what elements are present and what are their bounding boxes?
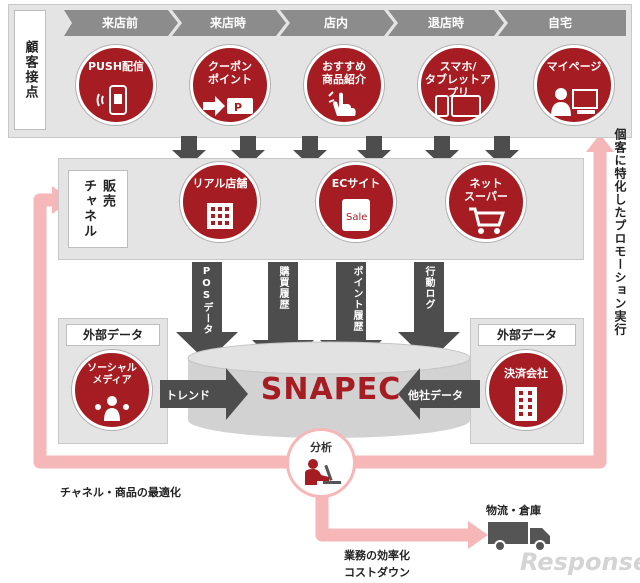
channel-real-store: リアル店舗	[180, 162, 260, 242]
touchpoint-recommend-label: おすすめ 商品紹介	[322, 60, 366, 86]
channel-net-super: ネット スーパー	[446, 162, 526, 242]
push-phone-icon	[96, 85, 127, 115]
svg-text:P: P	[234, 101, 242, 114]
payment-company-circle: 決済会社	[486, 350, 566, 430]
social-people-icon	[95, 396, 129, 421]
stage-chevron-bar	[64, 10, 626, 36]
company-building-icon	[515, 387, 537, 421]
flow-pos-data: POSデータ	[201, 266, 212, 335]
efficiency-line2: コストダウン	[344, 566, 410, 579]
sale-tablet-icon: Sale	[342, 199, 370, 231]
logistics-label: 物流・倉庫	[486, 504, 541, 517]
social-media-label: ソーシャル メディア	[87, 363, 137, 386]
coupon-card-icon: P	[203, 96, 253, 116]
loop-right-label: 個客に特化したプロモーション実行	[613, 128, 627, 336]
external-data-left-title: 外部データ	[66, 324, 160, 346]
response-watermark: Response.	[520, 548, 640, 576]
stage-before-visit: 来店前	[101, 16, 138, 30]
channel-real-store-label: リアル店舗	[192, 177, 248, 190]
social-media-circle: ソーシャル メディア	[72, 350, 152, 430]
external-data-right-title: 外部データ	[478, 324, 576, 346]
analysis-label: 分析	[310, 441, 332, 454]
touchpoint-push: PUSH配信	[76, 45, 156, 125]
stage-in-store: 店内	[323, 16, 348, 30]
loop-left-label: チャネル・商品の最適化	[60, 486, 181, 499]
touchpoint-push-label: PUSH配信	[87, 60, 145, 73]
touchpoint-mypage: マイページ	[534, 45, 614, 125]
snapec-cylinder	[187, 341, 471, 438]
hand-tap-icon	[328, 91, 356, 116]
flow-purchase-history: 購買履歴	[277, 266, 288, 310]
touchpoint-coupon: クーポン ポイント P	[190, 45, 270, 125]
truck-icon	[488, 522, 550, 552]
shopping-cart-icon	[469, 207, 505, 234]
store-building-icon	[207, 203, 233, 229]
other-company-arrow-label: 他社データ	[408, 389, 463, 402]
flow-point-history: ポイント履歴	[351, 266, 362, 332]
smartphone-tablet-icon	[435, 95, 481, 117]
pc-user-icon	[551, 88, 598, 116]
touchpoint-app: スマホ/ タブレットアプリ	[418, 45, 498, 125]
touchpoint-recommend: おすすめ 商品紹介	[304, 45, 384, 125]
flow-action-log: 行動ログ	[423, 266, 434, 310]
sales-channel-label: 販売 チャネル	[68, 170, 128, 248]
efficiency-line1: 業務の効率化	[344, 549, 410, 562]
stage-on-visit: 来店時	[209, 16, 246, 30]
trend-arrow-label: トレンド	[166, 389, 210, 402]
channel-ec-site-label: ECサイト	[331, 177, 381, 190]
stage-on-leave: 退店時	[427, 16, 464, 30]
svg-text:Sale: Sale	[346, 212, 367, 223]
customer-touchpoint-label: 顧客接点	[14, 10, 46, 130]
analyst-laptop-icon	[305, 459, 341, 485]
touchpoint-mypage-label: マイページ	[546, 60, 602, 73]
channel-ec-site: ECサイト Sale	[316, 162, 396, 242]
touchpoint-coupon-label: クーポン ポイント	[208, 60, 252, 86]
analysis-circle: 分析	[286, 428, 356, 498]
stage-at-home: 自宅	[547, 16, 572, 30]
payment-company-label: 決済会社	[504, 367, 548, 380]
snapec-label: SNAPEC	[260, 372, 402, 407]
channel-net-super-label: ネット スーパー	[464, 177, 508, 203]
